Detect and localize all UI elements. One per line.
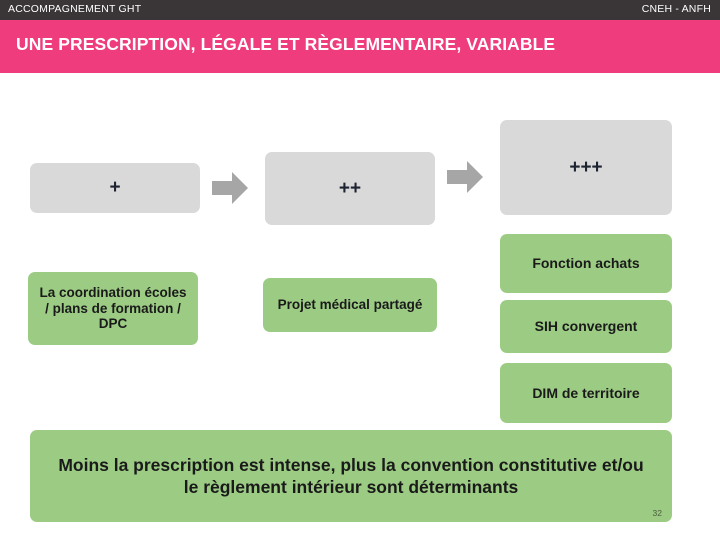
intensity-level-label-3: +++ <box>569 156 603 178</box>
header-left-label: ACCOMPAGNEMENT GHT <box>8 3 142 15</box>
page-number: 32 <box>652 508 662 519</box>
item-box-sih-convergent: SIH convergent <box>500 300 672 353</box>
intensity-level-box-2: ++ <box>265 152 435 225</box>
top-header-bar: ACCOMPAGNEMENT GHT CNEH - ANFH <box>0 0 720 20</box>
right-arrow-icon <box>208 166 252 210</box>
item-box-fonction-achats: Fonction achats <box>500 234 672 293</box>
item-label-projet-medical: Projet médical partagé <box>277 297 423 313</box>
intensity-level-label-2: ++ <box>338 177 362 199</box>
conclusion-box: Moins la prescription est intense, plus … <box>30 430 672 522</box>
item-label-sih-convergent: SIH convergent <box>534 318 638 335</box>
conclusion-text: Moins la prescription est intense, plus … <box>58 454 644 497</box>
header-right-label: CNEH - ANFH <box>641 3 711 15</box>
intensity-level-box-1: + <box>30 163 200 213</box>
title-band: UNE PRESCRIPTION, LÉGALE ET RÈGLEMENTAIR… <box>0 20 720 73</box>
intensity-level-label-1: + <box>109 177 121 198</box>
item-label-coordination: La coordination écoles / plans de format… <box>39 284 187 332</box>
intensity-level-box-3: +++ <box>500 120 672 215</box>
item-label-dim-territoire: DIM de territoire <box>532 384 640 401</box>
page-title: UNE PRESCRIPTION, LÉGALE ET RÈGLEMENTAIR… <box>16 34 556 54</box>
item-box-dim-territoire: DIM de territoire <box>500 363 672 423</box>
right-arrow-icon <box>443 155 487 199</box>
item-box-projet-medical: Projet médical partagé <box>263 278 437 332</box>
item-box-coordination: La coordination écoles / plans de format… <box>28 272 198 345</box>
item-label-fonction-achats: Fonction achats <box>532 255 640 272</box>
